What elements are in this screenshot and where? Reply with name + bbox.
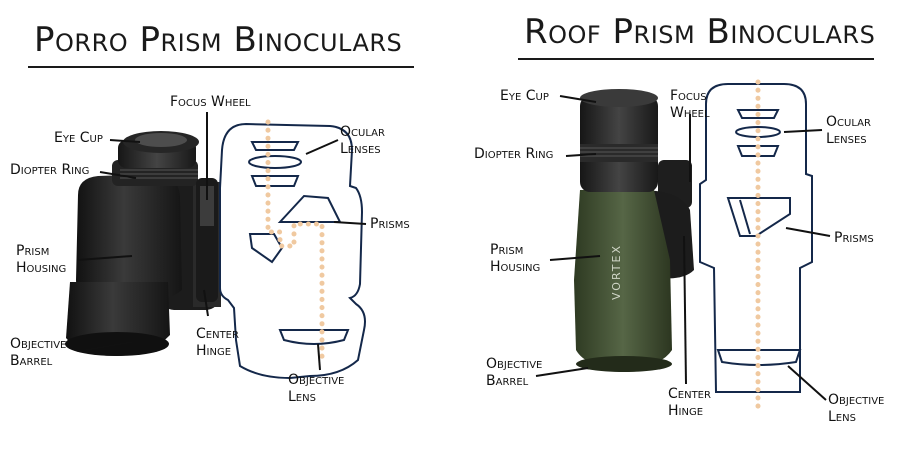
label-diopter-ring-roof: Diopter Ring (474, 146, 553, 163)
label-text: Focus Wheel (170, 94, 251, 110)
label-prism-housing-porro: Prism Housing (16, 243, 66, 277)
porro-cutaway-diagram (219, 122, 366, 380)
label-text: Prisms (834, 230, 874, 246)
label-objective-barrel-roof: Objective Barrel (486, 356, 542, 390)
label-text-line1: Prism (16, 243, 50, 259)
label-text-line2: Housing (490, 259, 541, 275)
label-text: Diopter Ring (474, 146, 554, 162)
roof-title-underline (518, 58, 874, 60)
label-objective-lens-porro: Objective Lens (288, 372, 344, 406)
label-text-line2: Hinge (668, 403, 704, 419)
label-text-line2: Hinge (196, 343, 232, 359)
label-text-line1: Objective (10, 336, 67, 352)
label-text-line1: Objective (288, 372, 345, 388)
label-prisms-roof: Prisms (834, 230, 874, 247)
label-text-line2: Lens (288, 389, 316, 405)
label-text-line2: Lenses (340, 141, 381, 157)
label-text: Diopter Ring (10, 162, 90, 178)
label-text: Eye Cup (54, 130, 103, 146)
label-objective-lens-roof: Objective Lens (828, 392, 884, 426)
label-text-line1: Ocular (340, 124, 385, 140)
roof-cutaway-diagram (699, 83, 813, 393)
label-ocular-lenses-roof: Ocular Lenses (826, 114, 871, 148)
label-center-hinge-porro: Center Hinge (196, 326, 239, 360)
label-focus-wheel-porro: Focus Wheel (170, 94, 251, 111)
porro-title-underline (28, 66, 414, 68)
label-ocular-lenses-porro: Ocular Lenses (340, 124, 385, 158)
label-center-hinge-roof: Center Hinge (668, 386, 711, 420)
label-text-line2: Barrel (486, 373, 529, 389)
label-eye-cup-roof: Eye Cup (500, 88, 549, 105)
roof-binocular-photo (574, 89, 694, 372)
vortex-brand-text: VORTEX (610, 244, 623, 300)
label-eye-cup-porro: Eye Cup (54, 130, 103, 147)
label-text-line2: Lens (828, 409, 856, 425)
label-text-line1: Ocular (826, 114, 871, 130)
label-prism-housing-roof: Prism Housing (490, 242, 540, 276)
label-text-line2: Lenses (826, 131, 867, 147)
label-text-line2: Wheel (670, 105, 710, 121)
label-text-line2: Housing (16, 260, 67, 276)
porro-binocular-photo (65, 131, 221, 356)
label-text-line1: Center (668, 386, 711, 402)
label-text: Eye Cup (500, 88, 549, 104)
label-text-line2: Barrel (10, 353, 53, 369)
roof-title: Roof Prism Binoculars (524, 12, 876, 52)
label-focus-wheel-roof: Focus Wheel (670, 88, 710, 122)
label-objective-barrel-porro: Objective Barrel (10, 336, 66, 370)
label-text: Prisms (370, 216, 410, 232)
label-text-line1: Objective (828, 392, 885, 408)
label-prisms-porro: Prisms (370, 216, 410, 233)
label-text-line1: Center (196, 326, 239, 342)
label-diopter-ring-porro: Diopter Ring (10, 162, 89, 179)
porro-light-path (265, 119, 325, 363)
label-text-line1: Focus (670, 88, 707, 104)
label-text-line1: Prism (490, 242, 524, 258)
porro-title: Porro Prism Binoculars (34, 20, 403, 60)
leader-lines (77, 95, 831, 401)
label-text-line1: Objective (486, 356, 543, 372)
